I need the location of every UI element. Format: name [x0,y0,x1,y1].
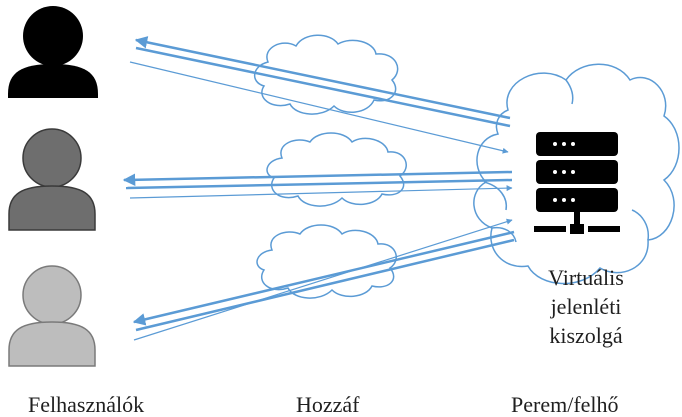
access-cloud-bottom [256,224,397,299]
user-icon [8,265,96,367]
connection-arrow [132,230,515,326]
server-label-line: jelenléti [550,294,622,319]
user-icon [8,6,98,98]
connection-arrow [129,185,513,199]
access-cloud-middle [266,132,407,207]
access-cloud-top [254,34,399,115]
access-column-label: Hozzáf [296,392,360,417]
server-label-line: kiszolgá [549,323,623,348]
connection-top [129,36,511,154]
edge-column-label: Perem/felhő [511,392,619,417]
connection-bottom [132,218,515,341]
server-rack-icon [534,132,620,234]
user-icon [8,128,96,231]
connection-middle [122,170,513,199]
edge-cloud-inner-arc [483,181,508,211]
connection-arrow [122,170,513,187]
edge-cloud-inner-arc [491,226,517,243]
edge-cloud-inner-arc [631,209,650,241]
connection-arrow [133,218,513,341]
users-column-label: Felhasználók [28,392,145,417]
connection-arrow [134,36,511,120]
server-label: Virtuális jelenléti kiszolgá [520,263,652,350]
server-label-line: Virtuális [548,265,624,290]
edge-cloud-inner-arc [565,79,574,105]
connection-arrow [129,61,509,154]
